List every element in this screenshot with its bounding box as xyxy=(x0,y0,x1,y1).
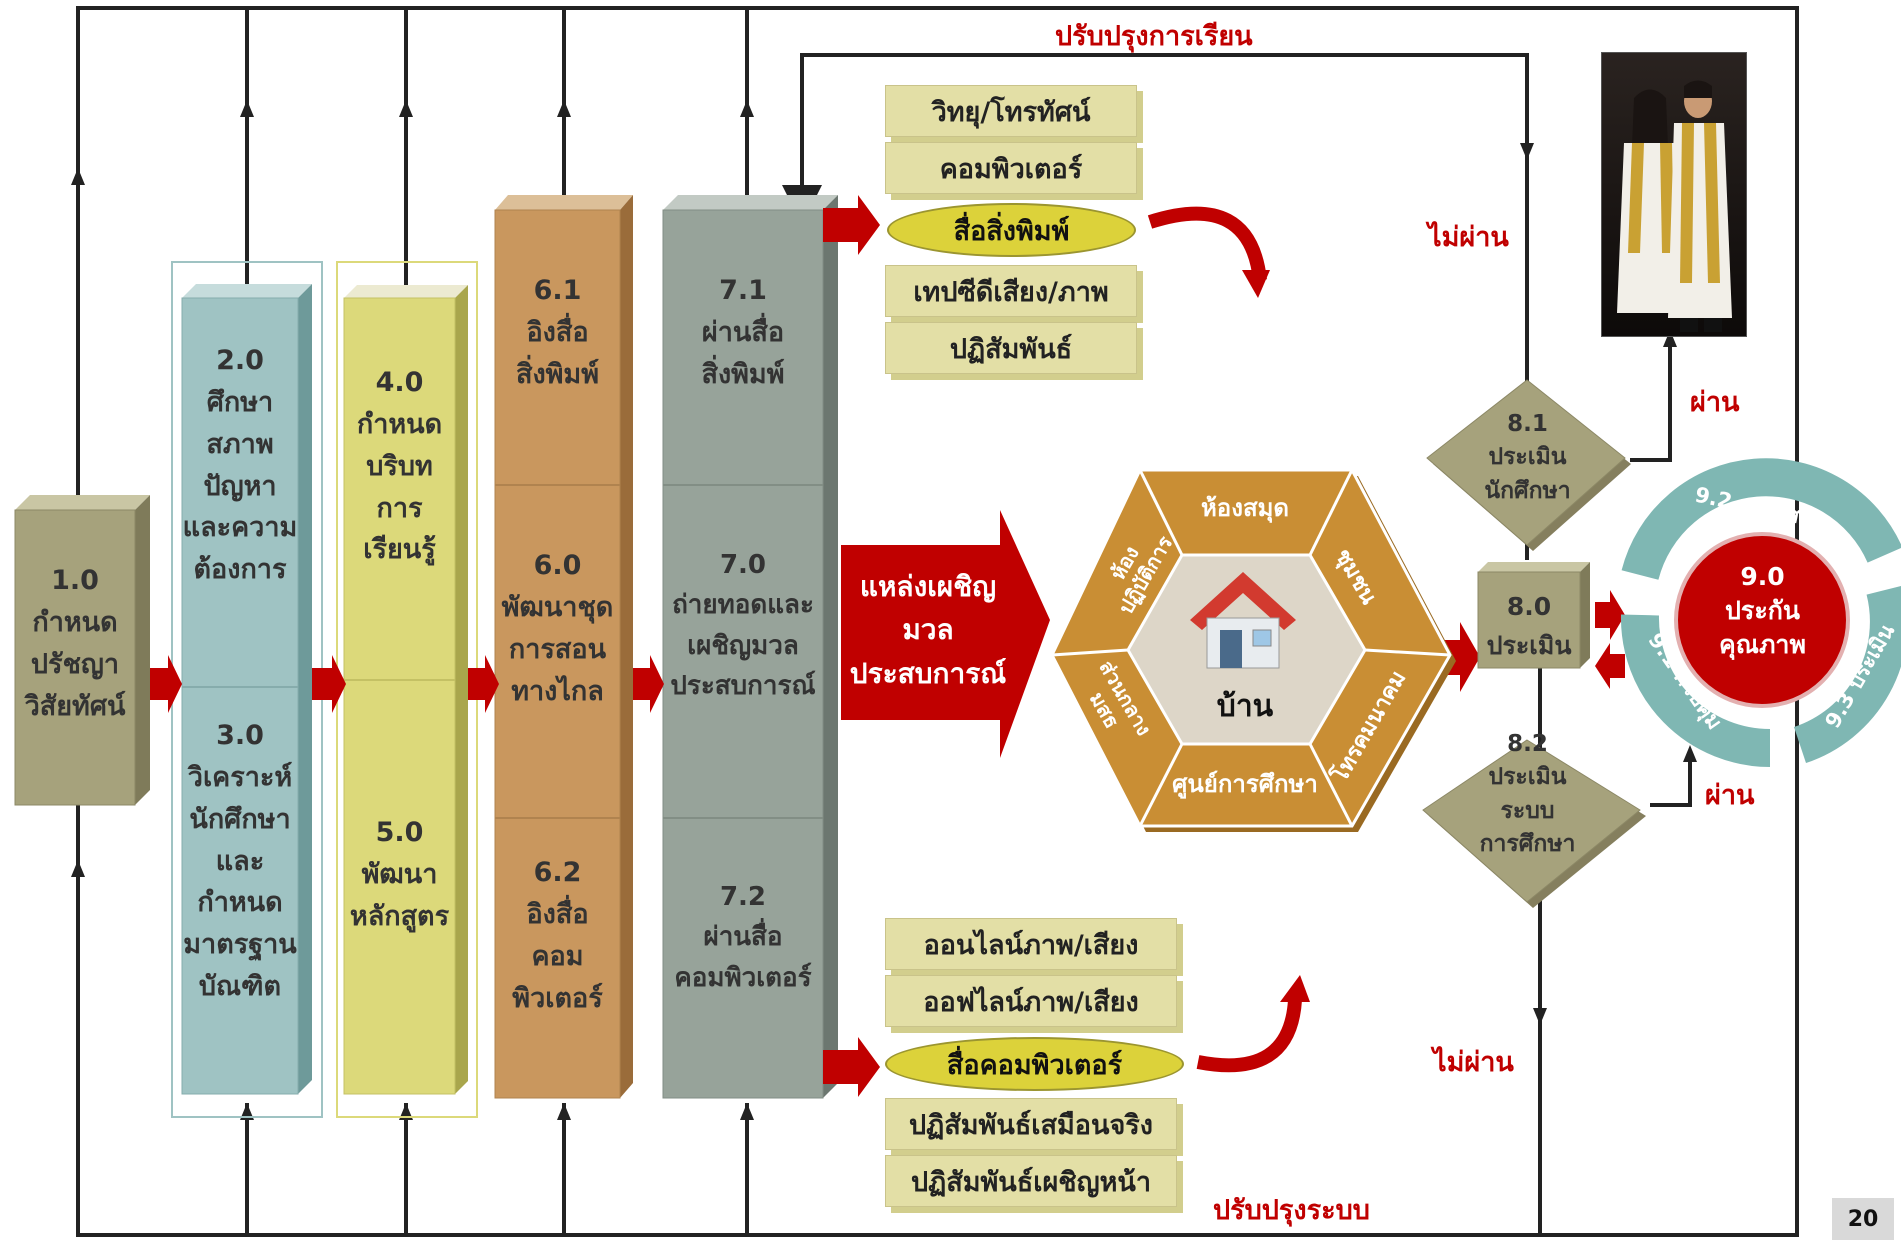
box-1-label: 1.0 กำหนด ปรัชญา วิสัยทัศน์ xyxy=(24,565,126,722)
big-red-arrow-shape xyxy=(841,510,1050,758)
box-6-2-label: 6.2 อิงสื่อ คอม พิวเตอร์ xyxy=(512,857,603,1014)
red-arrows xyxy=(150,195,1625,1097)
box-7-label: 7.0 ถ่ายทอดและ เผชิญมวล ประสบการณ์ xyxy=(670,550,816,701)
box-8-2-label: 8.2 ประเมิน ระบบ การศึกษา xyxy=(1479,731,1576,858)
house-icon xyxy=(1190,572,1296,669)
box-6-label: 6.0 พัฒนาชุด การสอน ทางไกล xyxy=(501,550,614,707)
box-2-label: 2.0 ศึกษา สภาพ ปัญหา และความ ต้องการ xyxy=(182,345,298,586)
media-interaction: ปฏิสัมพันธ์ xyxy=(885,322,1137,374)
label-pass-bottom: ผ่าน xyxy=(1705,780,1755,811)
box-3-label: 3.0 วิเคราะห์ นักศึกษา และ กำหนด มาตรฐาน… xyxy=(183,720,297,1003)
label-improve-learning: ปรับปรุงการเรียน xyxy=(1055,21,1253,52)
curved-arrows xyxy=(1147,206,1310,1073)
hex-education-center: ศูนย์การศึกษา xyxy=(1172,770,1318,798)
box-6-shape xyxy=(494,195,633,1099)
media-face-to-face: ปฏิสัมพันธ์เผชิญหน้า xyxy=(885,1155,1177,1207)
label-pass-top: ผ่าน xyxy=(1690,387,1740,418)
box-7-1-label: 7.1 ผ่านสื่อ สิ่งพิมพ์ xyxy=(701,275,785,390)
box-6-1-label: 6.1 อิงสื่อ สิ่งพิมพ์ xyxy=(515,275,600,390)
box-9-label: 9.0 ประกัน คุณภาพ xyxy=(1719,562,1806,659)
box-7-2-label: 7.2 ผ่านสื่อ คอมพิวเตอร์ xyxy=(674,882,812,993)
media-tape-cd: เทปซีดีเสียง/ภาพ xyxy=(885,265,1137,317)
box-2-3-shape xyxy=(171,261,323,1118)
hexagon-shape xyxy=(1050,468,1456,832)
box-1-shape xyxy=(14,495,150,806)
computer-media-ellipse: สื่อคอมพิวเตอร์ xyxy=(885,1037,1184,1091)
print-media-ellipse: สื่อสิ่งพิมพ์ xyxy=(887,203,1136,257)
media-offline: ออฟไลน์ภาพ/เสียง xyxy=(885,975,1177,1027)
media-virtual-interaction: ปฏิสัมพันธ์เสมือนจริง xyxy=(885,1098,1177,1150)
box-8-label: 8.0 ประเมิน xyxy=(1486,592,1572,660)
media-computer: คอมพิวเตอร์ xyxy=(885,142,1137,194)
arrowheads xyxy=(71,100,1697,1120)
media-online: ออนไลน์ภาพ/เสียง xyxy=(885,918,1177,970)
label-fail-bottom: ไม่ผ่าน xyxy=(1433,1047,1514,1078)
hex-center-label: บ้าน xyxy=(1216,689,1274,724)
box-7-shape xyxy=(662,195,838,1099)
label-improve-system: ปรับปรุงระบบ xyxy=(1213,1195,1370,1226)
box-8-1-label: 8.1 ประเมิน นักศึกษา xyxy=(1484,411,1571,504)
quality-cycle xyxy=(1620,458,1901,767)
big-arrow-label: แหล่งเผชิญ มวล ประสบการณ์ xyxy=(849,570,1007,690)
box-5-label: 5.0 พัฒนา หลักสูตร xyxy=(349,817,450,932)
label-fail-top: ไม่ผ่าน xyxy=(1428,222,1509,253)
page-number: 20 xyxy=(1832,1198,1894,1240)
media-radio-tv: วิทยุ/โทรทัศน์ xyxy=(885,85,1137,137)
graduates-photo xyxy=(1601,52,1747,337)
hex-library: ห้องสมุด xyxy=(1200,494,1289,522)
eval-shapes xyxy=(1422,379,1646,908)
box-4-label: 4.0 กำหนด บริบท การ เรียนรู้ xyxy=(356,367,443,566)
